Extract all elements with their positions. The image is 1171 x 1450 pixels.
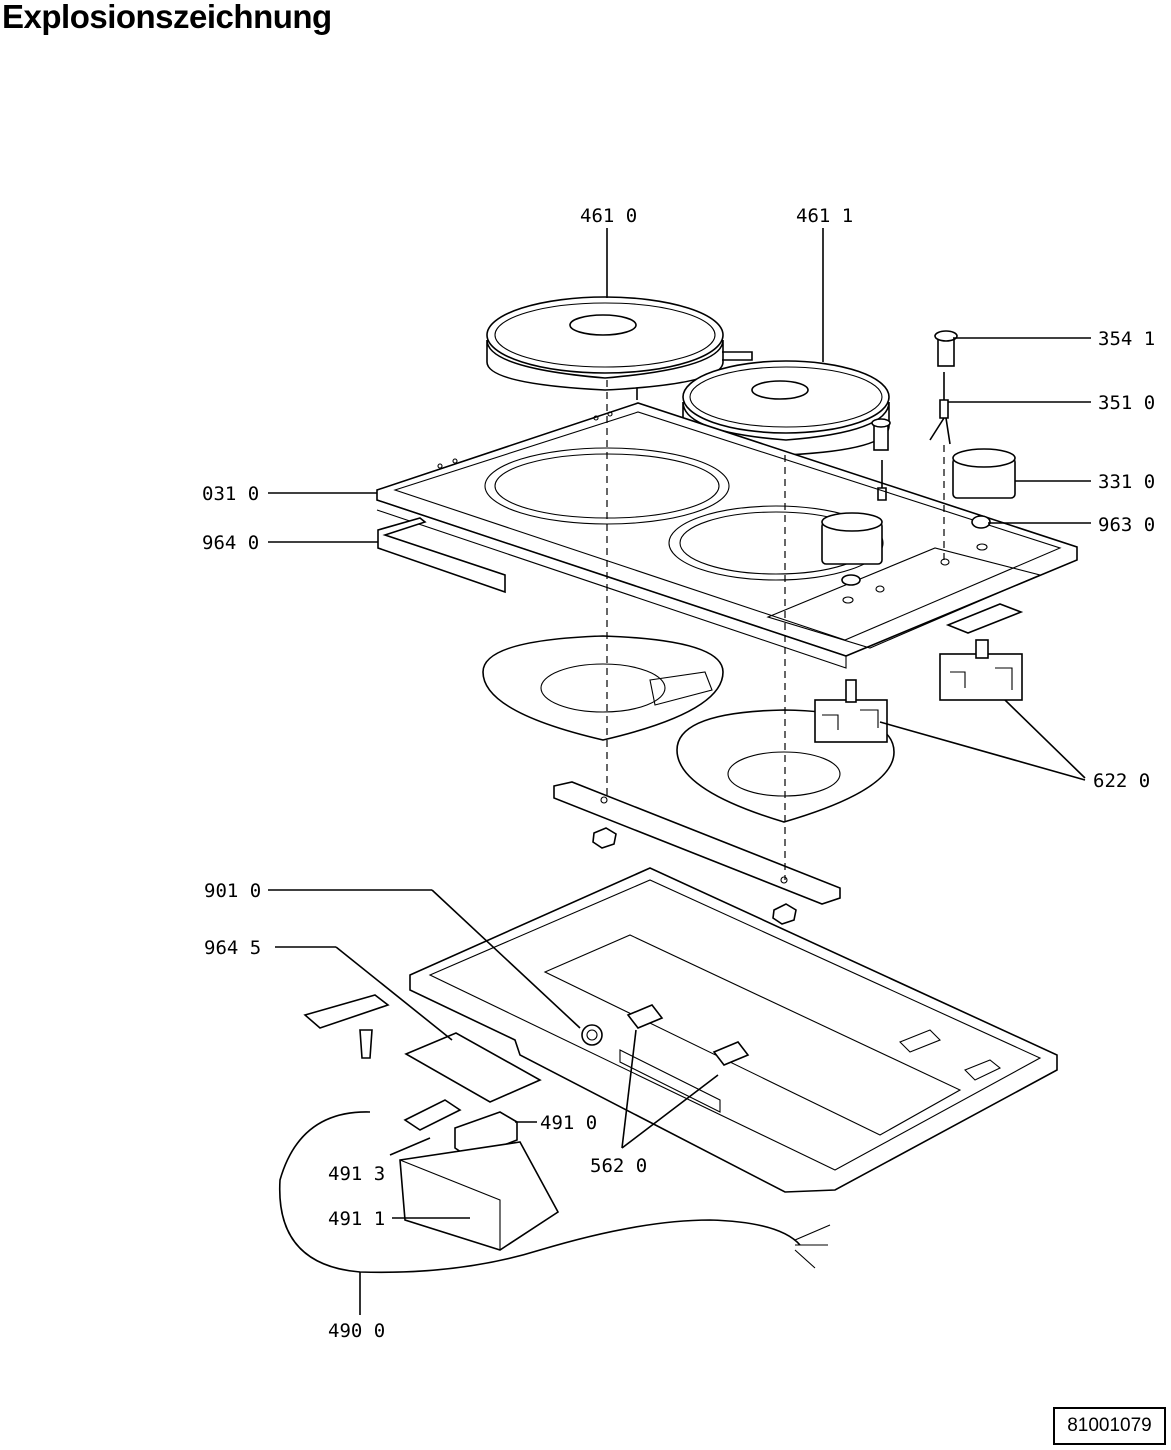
regulator-knob-left [821,512,883,586]
label-461-1: 461 1 [796,205,853,227]
nut-left [592,827,617,849]
label-490-0: 490 0 [328,1320,385,1342]
screw-small [359,1029,373,1059]
page-title: Explosionszeichnung [2,0,332,35]
label-354-1: 354 1 [1098,328,1155,350]
clip-part [303,994,390,1029]
label-562-0: 562 0 [590,1155,647,1177]
label-031-0: 031 0 [202,483,259,505]
insulation-plate [404,1032,542,1103]
power-cable [278,1111,801,1274]
label-491-0: 491 0 [540,1112,597,1134]
terminal-cover [399,1141,560,1251]
nut-right [772,903,797,925]
document-number-box: 81001079 [1053,1407,1166,1445]
switch-left [814,679,888,743]
base-tray [409,867,1058,1193]
document-number: 81001079 [1067,1415,1152,1436]
terminal-block [454,1111,518,1159]
leader-lines [268,228,1091,1315]
label-901-0: 901 0 [204,880,261,902]
cover-plate [945,603,1024,634]
label-964-0: 964 0 [202,532,259,554]
label-964-5: 964 5 [204,937,261,959]
reflector-pan-left [482,635,724,741]
label-351-0: 351 0 [1098,392,1155,414]
cable-lamp-part [877,372,951,501]
mounting-bar [553,781,841,905]
switch-right [939,639,1023,701]
regulator-knob-right [952,448,1016,529]
label-331-0: 331 0 [1098,471,1155,493]
cable-clamp [403,1099,462,1131]
label-491-3: 491 3 [328,1163,385,1185]
label-963-0: 963 0 [1098,514,1155,536]
label-622-0: 622 0 [1093,770,1150,792]
label-461-0: 461 0 [580,205,637,227]
screw-part [871,330,958,451]
top-frame [376,402,1078,669]
hotplate-left [486,296,753,400]
gasket-seal [377,517,506,594]
label-491-1: 491 1 [328,1208,385,1230]
